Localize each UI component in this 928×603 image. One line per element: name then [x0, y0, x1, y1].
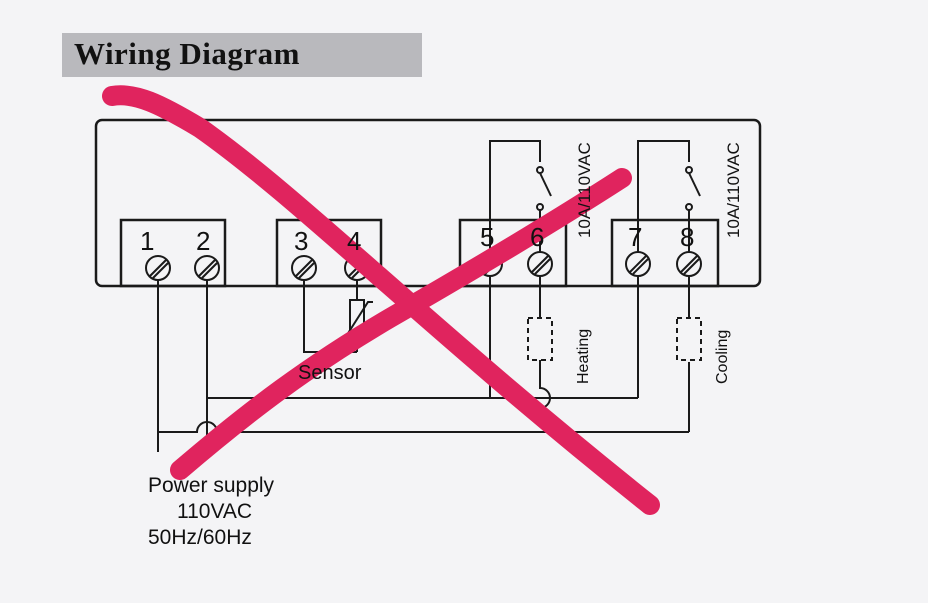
page-title: Wiring Diagram — [74, 36, 300, 71]
screw-8 — [676, 251, 702, 277]
terminal-label-7: 7 — [628, 222, 643, 252]
relay1-rating: 10A/110VAC — [575, 142, 594, 238]
cooling-label: Cooling — [714, 329, 731, 384]
screw-2 — [194, 255, 220, 281]
power-supply-label: Power supply — [148, 474, 275, 497]
terminal-block-power — [119, 218, 227, 288]
title-band — [62, 33, 422, 77]
terminal-label-4: 4 — [347, 226, 362, 256]
terminal-label-3: 3 — [294, 226, 309, 256]
screw-3 — [291, 255, 317, 281]
terminal-screws — [145, 251, 702, 281]
terminal-label-1: 1 — [140, 226, 155, 256]
relay2-rating: 10A/110VAC — [724, 142, 743, 238]
screw-6 — [527, 251, 553, 277]
power-frequency-label: 50Hz/60Hz — [148, 526, 252, 549]
screw-7 — [625, 251, 651, 277]
terminal-label-5: 5 — [480, 222, 495, 252]
terminal-label-2: 2 — [196, 226, 211, 256]
terminal-block-heating — [458, 218, 568, 288]
terminal-label-6: 6 — [530, 222, 545, 252]
sensor-label: Sensor — [298, 362, 362, 384]
terminal-label-8: 8 — [680, 222, 695, 252]
heating-label: Heating — [575, 328, 592, 384]
terminal-block-cooling — [610, 218, 720, 288]
red-cross-mark — [102, 85, 660, 515]
screw-1 — [145, 255, 171, 281]
controller-box — [94, 118, 762, 288]
power-voltage-label: 110VAC — [177, 500, 253, 523]
